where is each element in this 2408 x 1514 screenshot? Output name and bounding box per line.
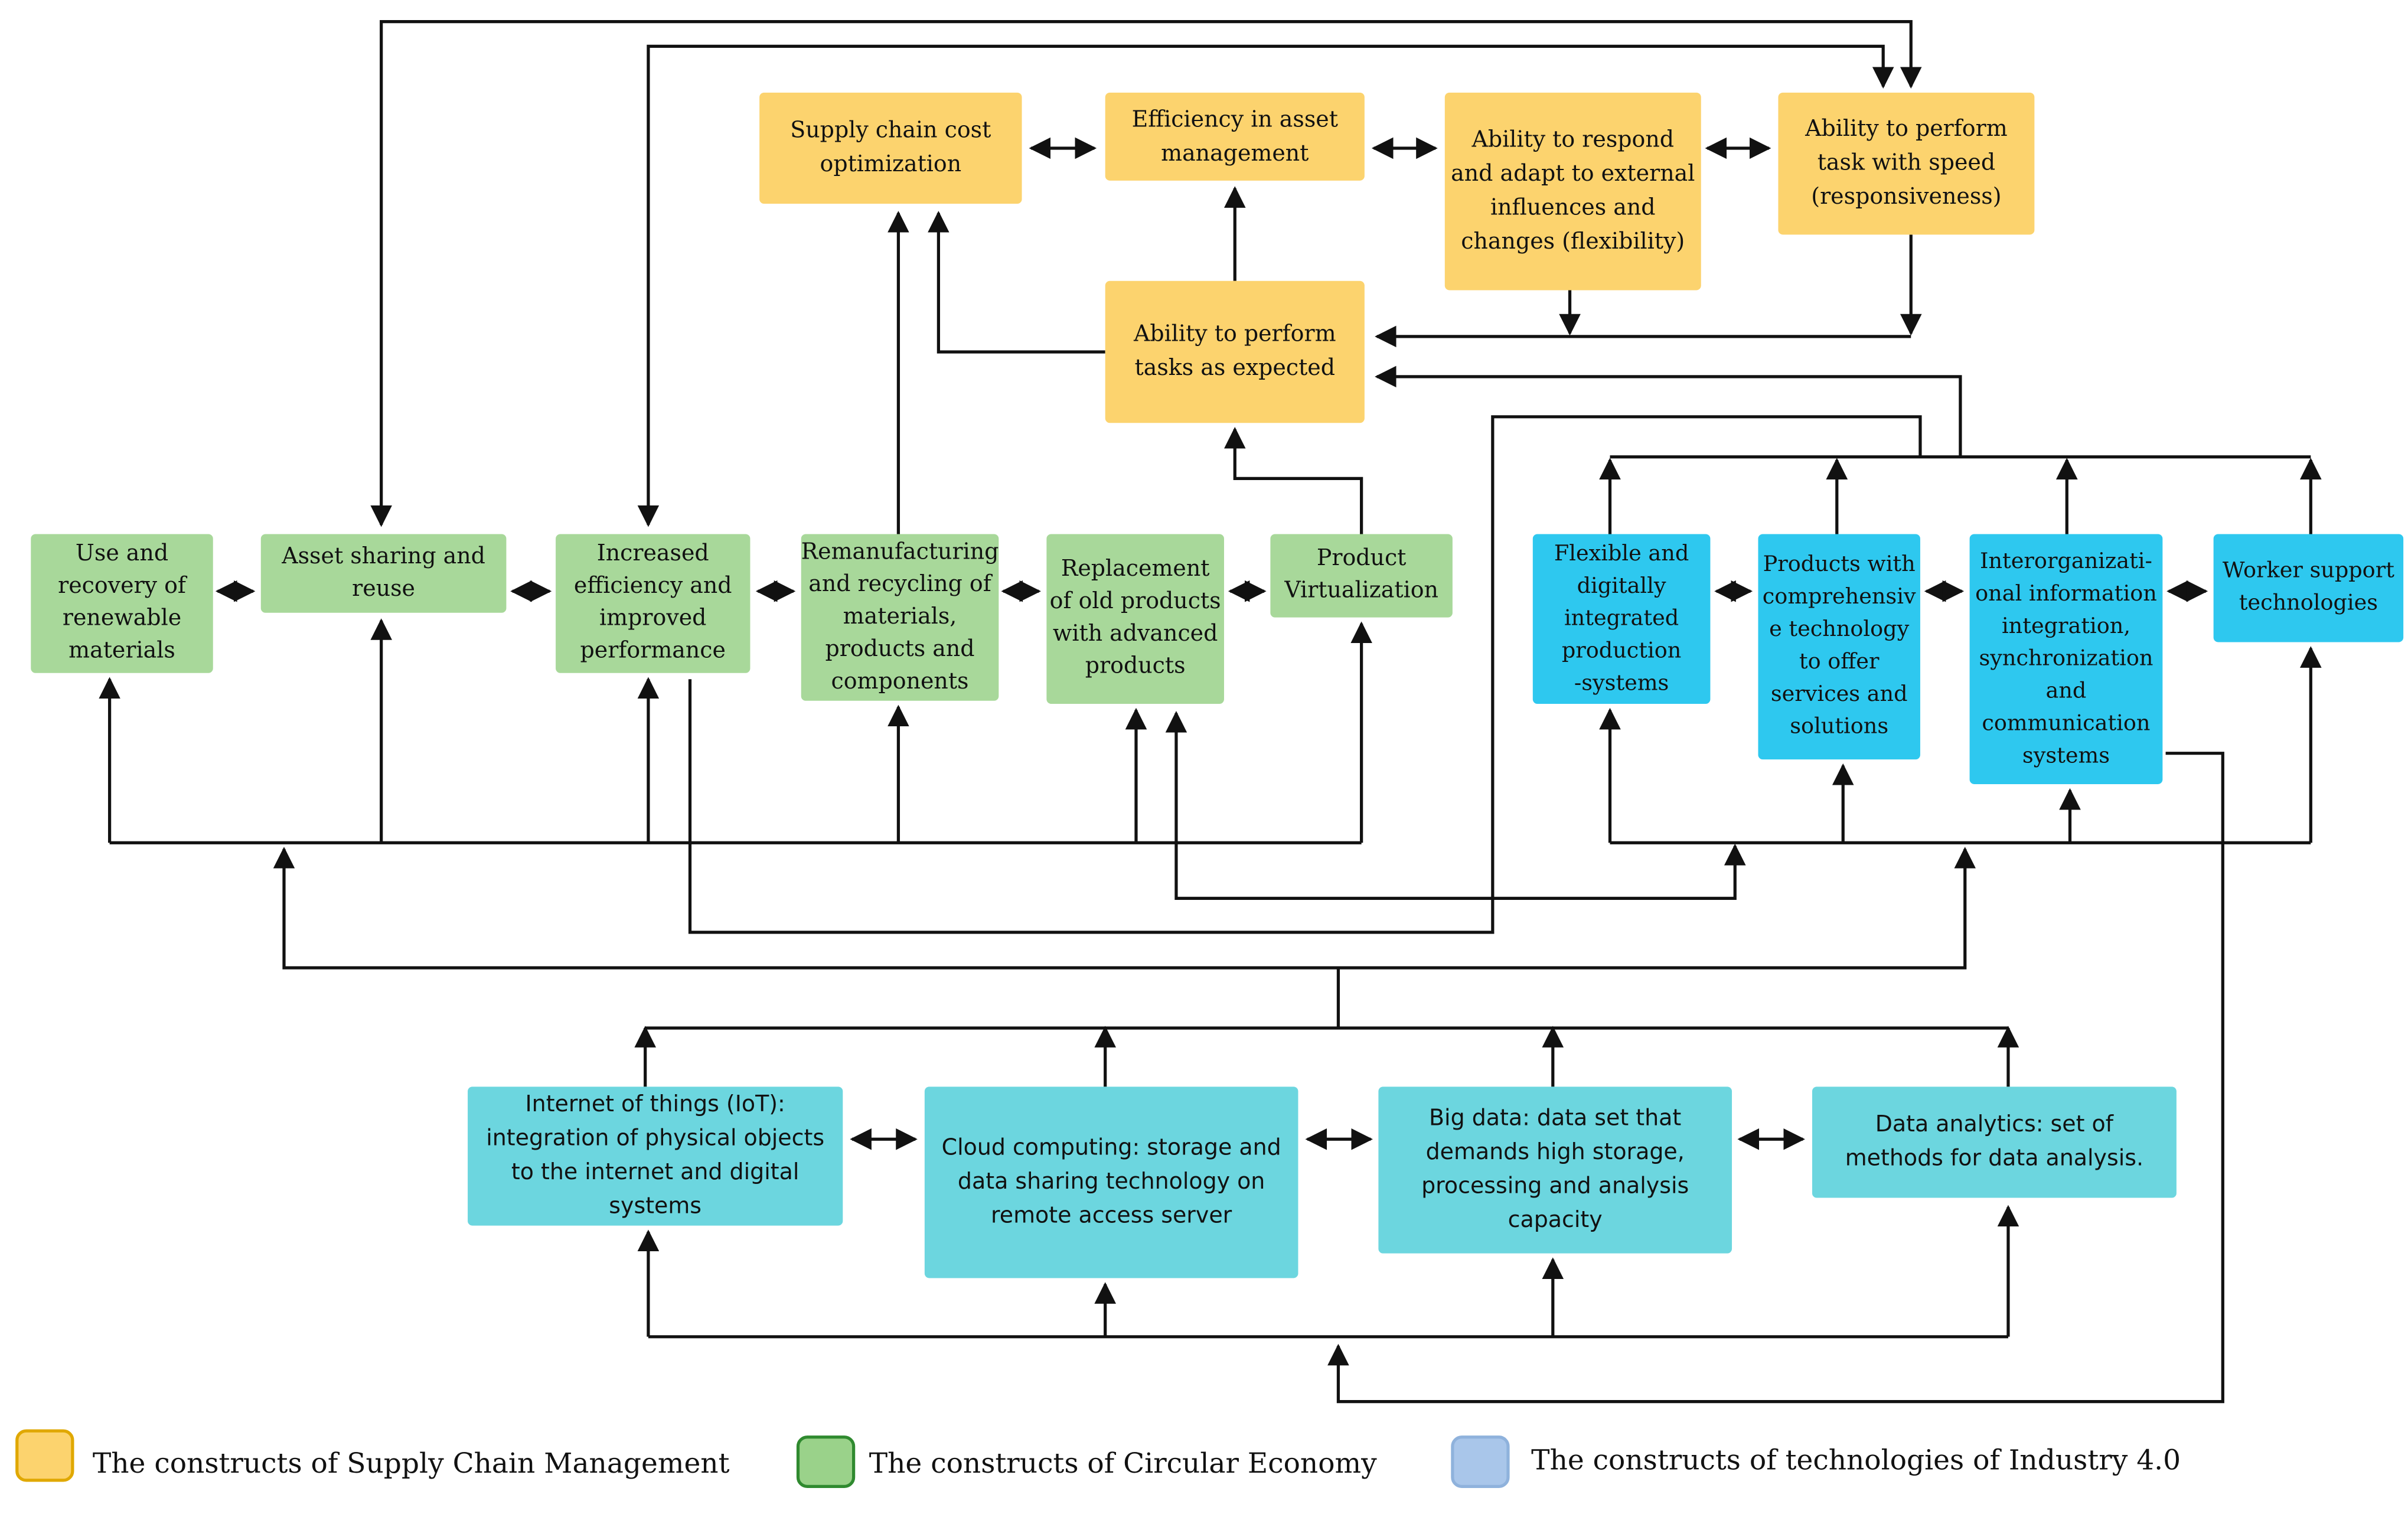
tech-iot-box: Internet of things (IoT): integration of… [468,1086,843,1226]
i4-worker-support-box: Worker support technologies [2213,534,2404,642]
legend-i40-label: The constructs of technologies of Indust… [1531,1444,2181,1477]
ce-remanufacturing-box: Remanufacturing and recycling of materia… [801,534,999,701]
connector-i4-expected [1375,366,1962,457]
legend-scm-label: The constructs of Supply Chain Managemen… [92,1448,730,1480]
ce-efficiency-box: Increased efficiency and improved perfor… [556,534,751,673]
scm-flexibility-box: Ability to respond and adapt to external… [1444,92,1701,291]
legend-ce-swatch [796,1435,856,1488]
ce-renewable-box: Use and recovery of renewable materials [31,534,213,673]
scm-speed-box: Ability to perform task with speed (resp… [1778,92,2035,235]
legend-scm-swatch [15,1429,74,1482]
ce-replacement-box: Replacement of old products with advance… [1046,534,1224,704]
connector-interorg-loop [1327,752,2224,1404]
tech-bigdata-box: Big data: data set that demands high sto… [1378,1086,1732,1254]
scm-expected-box: Ability to perform tasks as expected [1105,280,1365,423]
connector-top-inner [637,44,1894,527]
tech-cloud-box: Cloud computing: storage and data sharin… [924,1086,1298,1278]
tech-analytics-box: Data analytics: set of methods for data … [1812,1086,2177,1198]
connector-replacement-loop [1165,711,1746,900]
i4-products-box: Products with comprehensiv e technology … [1758,534,1920,760]
connector-main-dist [273,847,1976,970]
legend-ce-label: The constructs of Circular Economy [869,1448,1377,1480]
i4-flexible-production-box: Flexible and digitally integrated produc… [1532,534,1711,704]
ce-sharing-box: Asset sharing and reuse [260,534,507,613]
i4-interorganizational-box: Interorganizati- onal information integr… [1969,534,2163,784]
legend-i40-swatch [1451,1435,1510,1488]
scm-asset-box: Efficiency in asset management [1105,92,1365,181]
connector-efficiency-loop [688,415,1922,934]
connector-top-outer [370,19,1922,527]
connector-group [99,19,2322,1404]
scm-cost-box: Supply chain cost optimization [759,92,1022,204]
connector-virtual-expected [1223,427,1363,534]
ce-virtualization-box: Product Virtualization [1270,534,1453,618]
connector-expected-cost [928,211,1105,354]
